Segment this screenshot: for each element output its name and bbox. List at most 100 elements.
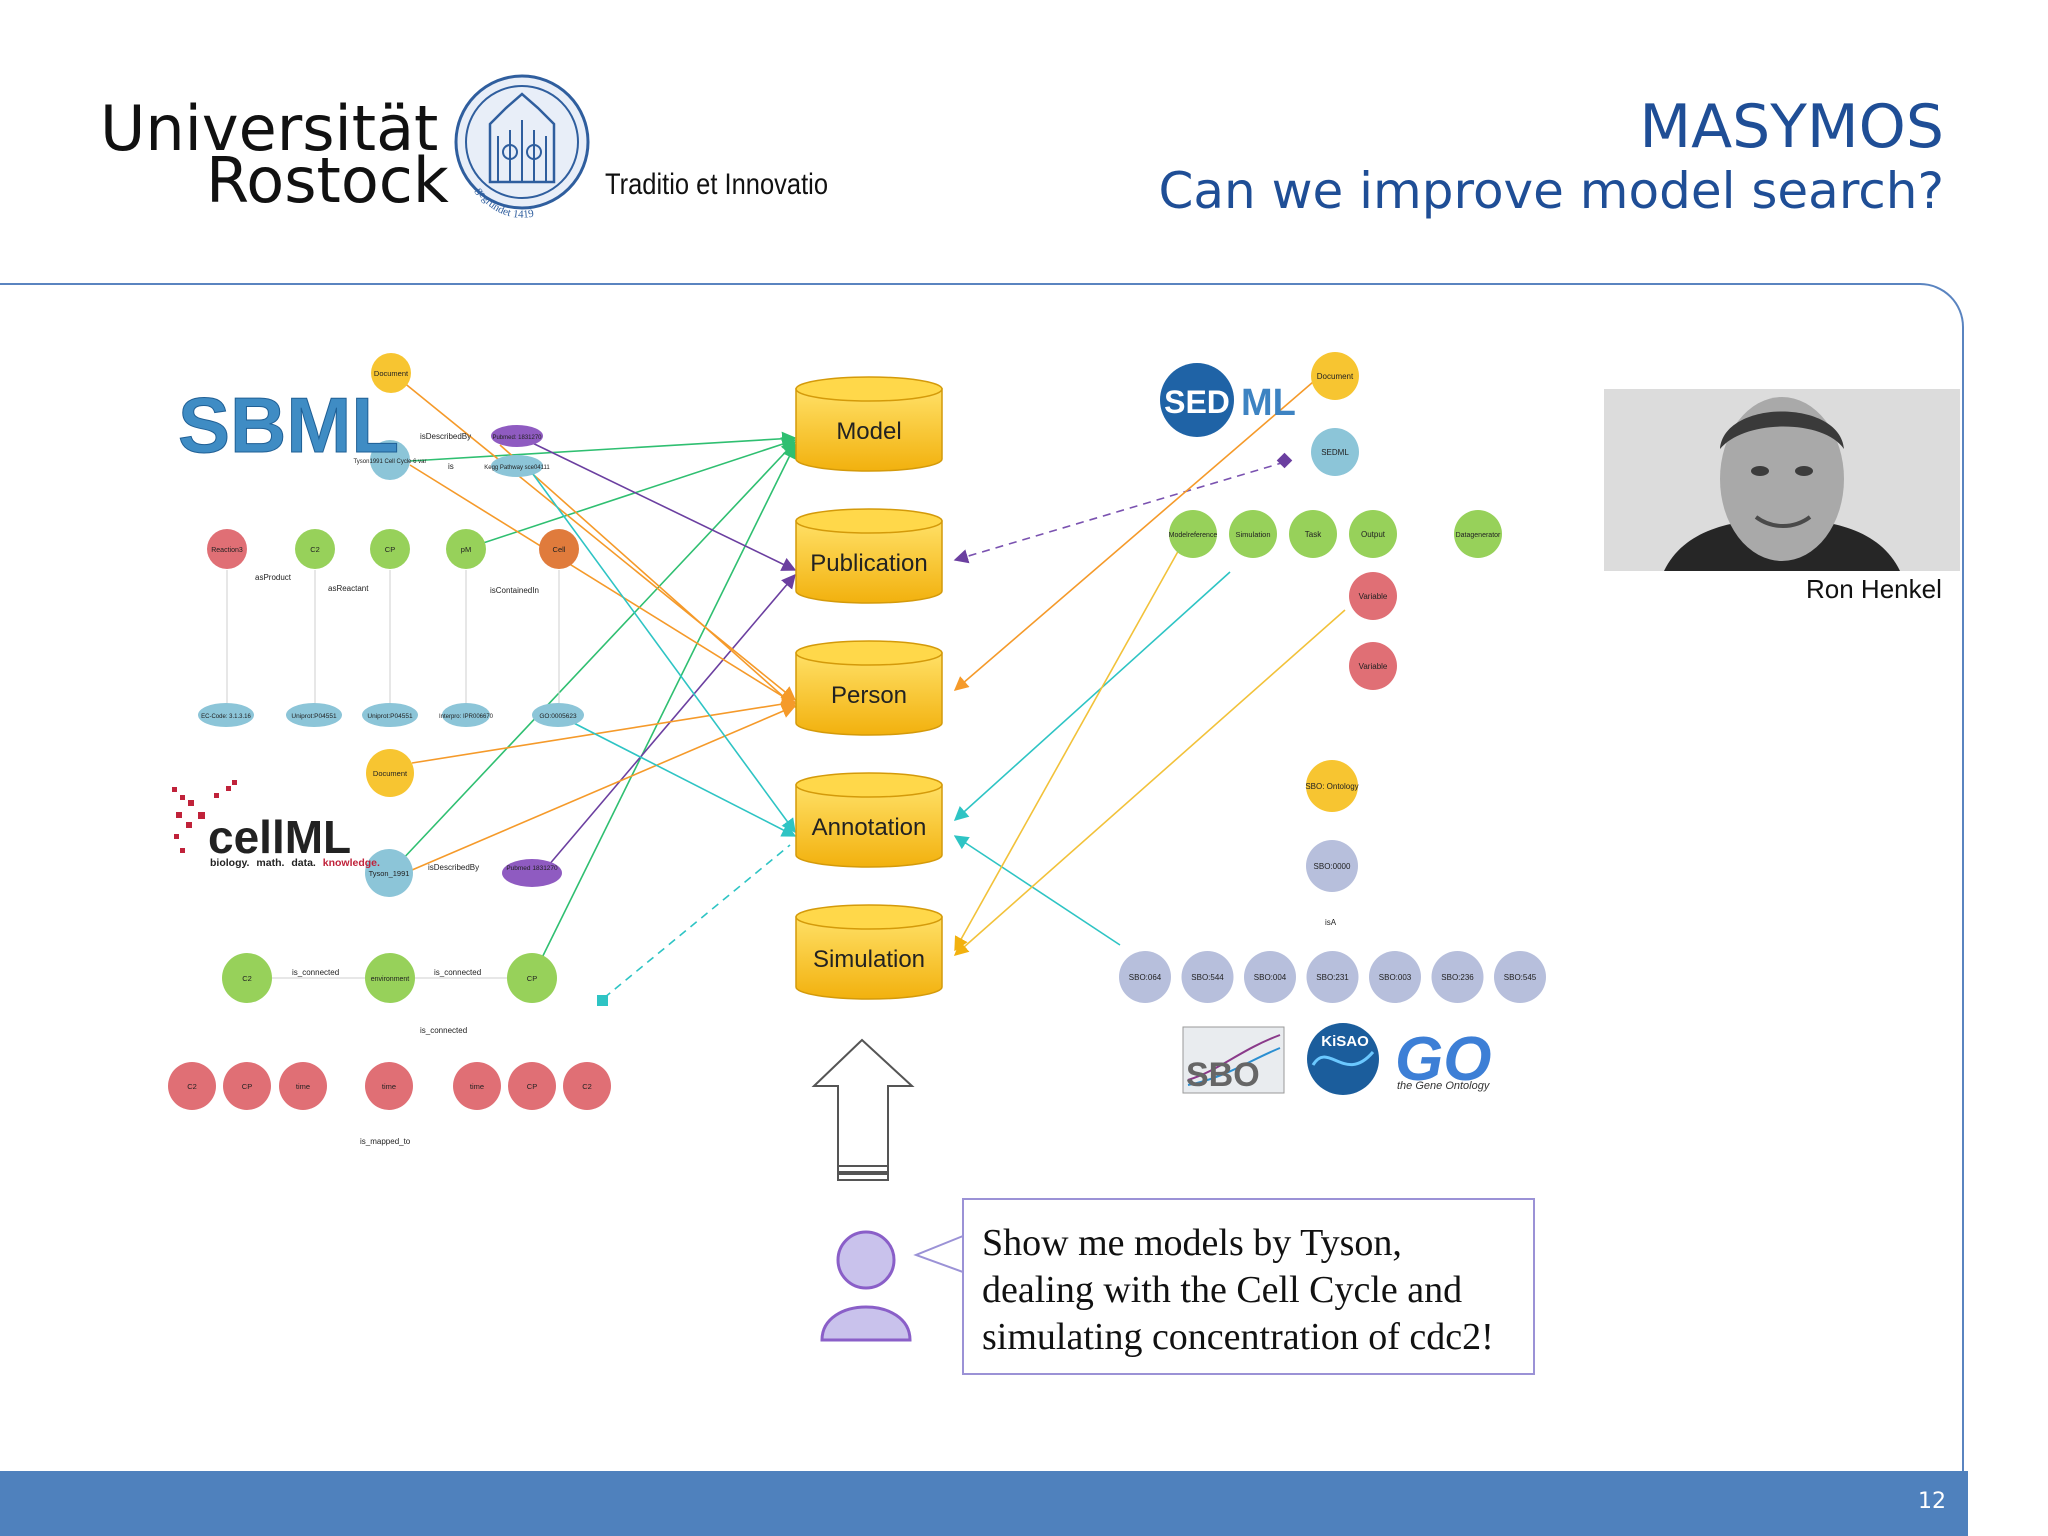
link-sbo-annotation	[953, 835, 1121, 946]
graph-node-variable	[563, 1062, 611, 1110]
svg-text:SBO: SBO	[1186, 1056, 1260, 1094]
svg-text:Datagenerator: Datagenerator	[1456, 532, 1501, 539]
query-line: simulating concentration of cdc2!	[982, 1316, 1494, 1358]
database-label: Annotation	[812, 814, 927, 841]
user-icon	[820, 1230, 912, 1342]
graph-node-document	[366, 749, 414, 797]
svg-text:Interpro: IPR006670: Interpro: IPR006670	[439, 714, 494, 720]
database-label: Publication	[810, 550, 927, 577]
svg-text:time: time	[382, 1082, 396, 1091]
link-sedoc-person	[953, 375, 1321, 691]
svg-text:EC-Code: 3.1.3.16: EC-Code: 3.1.3.16	[201, 714, 251, 720]
link-pubmed-person	[499, 444, 797, 708]
svg-text:SBML: SBML	[178, 381, 399, 469]
sbo-term-label: SBO:231	[1316, 973, 1349, 982]
svg-text:CP: CP	[527, 1082, 537, 1091]
link-celltyson-person	[411, 704, 797, 871]
svg-text:SEDML: SEDML	[1321, 448, 1349, 457]
svg-text:time: time	[470, 1082, 484, 1091]
portrait-image	[1604, 389, 1960, 571]
person-name: Ron Henkel	[1806, 574, 1942, 604]
edge-label: isA	[1325, 918, 1337, 927]
link-celldoc-person	[411, 696, 797, 764]
svg-text:GO: GO	[1395, 1025, 1491, 1094]
link-pubmed2-publication	[547, 573, 796, 867]
university-name-line2: Rostock	[206, 144, 449, 217]
svg-text:ML: ML	[1241, 382, 1296, 424]
svg-text:GO:0005623: GO:0005623	[539, 713, 577, 720]
graph-node-sbo-term	[1494, 951, 1546, 1003]
database-simulation: Simulation	[795, 904, 943, 1000]
svg-text:Task: Task	[1305, 530, 1322, 539]
edge-label: is_mapped_to	[360, 1137, 411, 1146]
link-modelref-simulation	[954, 529, 1191, 952]
svg-text:Variable: Variable	[1359, 592, 1388, 601]
graph-node-sbo-term	[1431, 951, 1484, 1003]
sbml-graph: Document Tyson1991 Cell Cycle 6 var Pubm…	[198, 353, 584, 727]
svg-text:C2: C2	[582, 1082, 592, 1091]
graph-node-variable	[365, 1062, 413, 1110]
graph-node-sbo-root	[1306, 840, 1358, 892]
graph-node-cp	[507, 953, 557, 1003]
sbo-term-label: SBO:004	[1254, 973, 1287, 982]
cellml-graph: Document Tyson_1991 Pubmed 1831270 C2 en…	[168, 749, 611, 1110]
svg-text:Uniprot:P04551: Uniprot:P04551	[291, 713, 337, 720]
graph-node-sbo-ontology	[1306, 760, 1358, 812]
graph-node-variable	[1349, 642, 1397, 690]
slide-subtitle: Can we improve model search?	[1158, 162, 1944, 220]
svg-text:Simulation: Simulation	[1235, 530, 1270, 539]
kisao-logo: KiSAO	[1307, 1023, 1379, 1095]
svg-text:Tyson1991 Cell Cycle 6 var: Tyson1991 Cell Cycle 6 var	[353, 459, 426, 465]
edge-label: is_connected	[420, 1026, 467, 1035]
university-seal: gegründet 1419	[454, 74, 590, 221]
svg-text:Variable: Variable	[1359, 662, 1388, 671]
svg-text:environment: environment	[371, 976, 410, 983]
graph-node-sbo-term	[1369, 951, 1421, 1003]
graph-node-interpro	[442, 703, 490, 727]
database-annotation: Annotation	[795, 772, 943, 868]
purple-diamond-marker	[1276, 452, 1293, 469]
link-tyson-person	[409, 464, 797, 705]
graph-node-go	[532, 703, 584, 727]
graph-node-cell	[539, 529, 579, 569]
edge-label: is_connected	[292, 968, 339, 977]
link-var-simulation	[953, 609, 1346, 956]
graph-node-uniprot2	[362, 703, 418, 727]
content-frame	[0, 283, 1964, 1473]
database-label: Model	[836, 418, 901, 445]
portrait-photo	[1604, 389, 1960, 571]
database-label: Person	[831, 682, 907, 709]
query-up-arrow	[811, 1038, 915, 1181]
graph-node-reaction	[207, 529, 247, 569]
sbo-term-label: SBO:064	[1129, 973, 1162, 982]
graph-node-c2	[295, 529, 335, 569]
graph-node-sbo-term	[1119, 951, 1171, 1003]
edge-label: asProduct	[255, 573, 292, 582]
graph-node-ec	[198, 703, 254, 727]
sedml-logo: SED ML	[1160, 363, 1296, 437]
svg-text:Document: Document	[373, 769, 408, 778]
graph-node-variable	[279, 1062, 327, 1110]
graph-node-variable	[168, 1062, 216, 1110]
query-line: dealing with the Cell Cycle and	[982, 1269, 1463, 1311]
svg-text:biology. math. dat: biology. math. data. knowledge.	[210, 857, 380, 869]
sedml-graph: Document SEDML Modelreference Simulation…	[1169, 352, 1502, 690]
speech-pointer	[913, 1235, 964, 1273]
graph-node-pm	[446, 529, 486, 569]
sbo-term-label: SBO:544	[1191, 973, 1224, 982]
slide-header: Universität Rostock gegründet 1419 Tradi…	[0, 0, 2048, 280]
graph-node-variable	[1349, 572, 1397, 620]
svg-text:C2: C2	[310, 545, 320, 554]
go-logo: GO the Gene Ontology	[1395, 1025, 1491, 1094]
database-cylinders: ModelPublicationPersonAnnotationSimulati…	[795, 376, 943, 1000]
connection-lines	[391, 372, 1346, 999]
edge-label: is_connected	[434, 968, 481, 977]
graph-node-pubmed	[491, 425, 543, 447]
link-go-annotation	[559, 715, 797, 837]
link-dashed-annotation	[603, 844, 791, 999]
graph-node-modelref	[1169, 510, 1217, 558]
graph-node-sedml	[1311, 428, 1359, 476]
svg-text:SED: SED	[1164, 384, 1230, 420]
graph-node-variable	[223, 1062, 271, 1110]
